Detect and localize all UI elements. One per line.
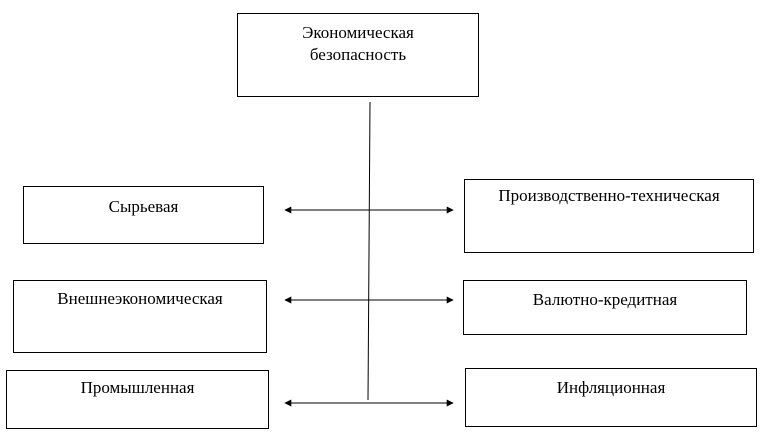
left-node-2-label: Внешнеэкономическая (57, 289, 223, 308)
right-node-2-label: Валютно-кредитная (532, 290, 678, 309)
root-node-title-line-1: Экономическая (302, 23, 414, 42)
right-node-3-box: Инфляционная (465, 368, 757, 427)
left-node-1-label: Сырьевая (108, 197, 179, 216)
right-node-2-box: Валютно-кредитная (463, 280, 747, 335)
left-node-3-label: Промышленная (80, 378, 195, 397)
left-node-3-box: Промышленная (6, 370, 269, 429)
right-node-1-box: Производственно-техническая (464, 179, 754, 253)
left-node-1-box: Сырьевая (23, 186, 264, 244)
vertical-trunk-line (367, 101, 371, 401)
right-node-3-label: Инфляционная (556, 378, 666, 397)
right-node-1-label: Производственно-техническая (498, 186, 720, 205)
left-node-2-box: Внешнеэкономическая (13, 280, 267, 353)
root-node-title-line-2: безопасность (309, 45, 407, 64)
root-node-box: Экономическая безопасность (237, 13, 479, 97)
